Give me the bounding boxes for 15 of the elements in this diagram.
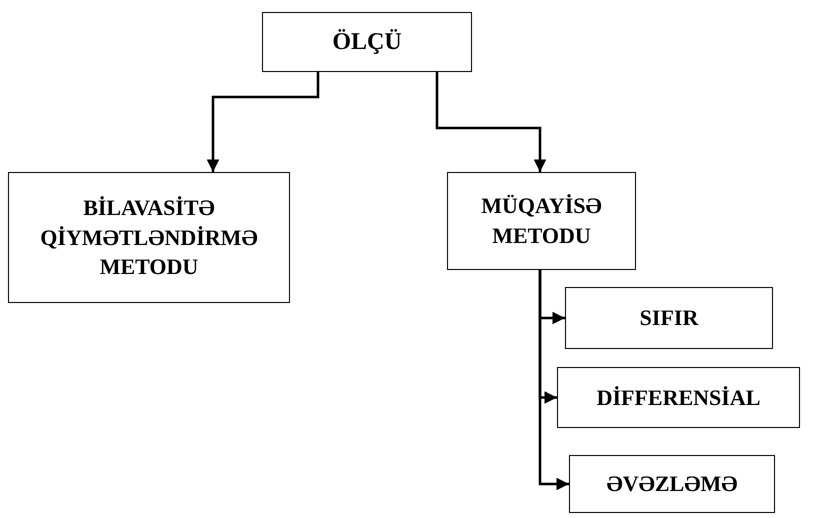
arrow [206,72,320,172]
process-box [262,12,472,72]
box-label: DİFFERENSİAL [596,384,760,412]
process-box [447,172,636,270]
arrow [436,72,546,172]
process-box [557,367,800,428]
box-label: BİLAVASİTƏ QİYMƏTLƏNDİRMƏ METODU [39,194,259,282]
box-label: SIFIR [640,304,698,332]
box-label: MÜQAYİSƏ METODU [480,192,603,250]
box-label: ÖLÇÜ [332,28,402,57]
arrow [538,270,569,490]
process-box [569,455,775,513]
process-box [565,287,773,349]
box-label: ƏVƏZLƏMƏ [606,470,738,498]
process-box [8,172,290,303]
